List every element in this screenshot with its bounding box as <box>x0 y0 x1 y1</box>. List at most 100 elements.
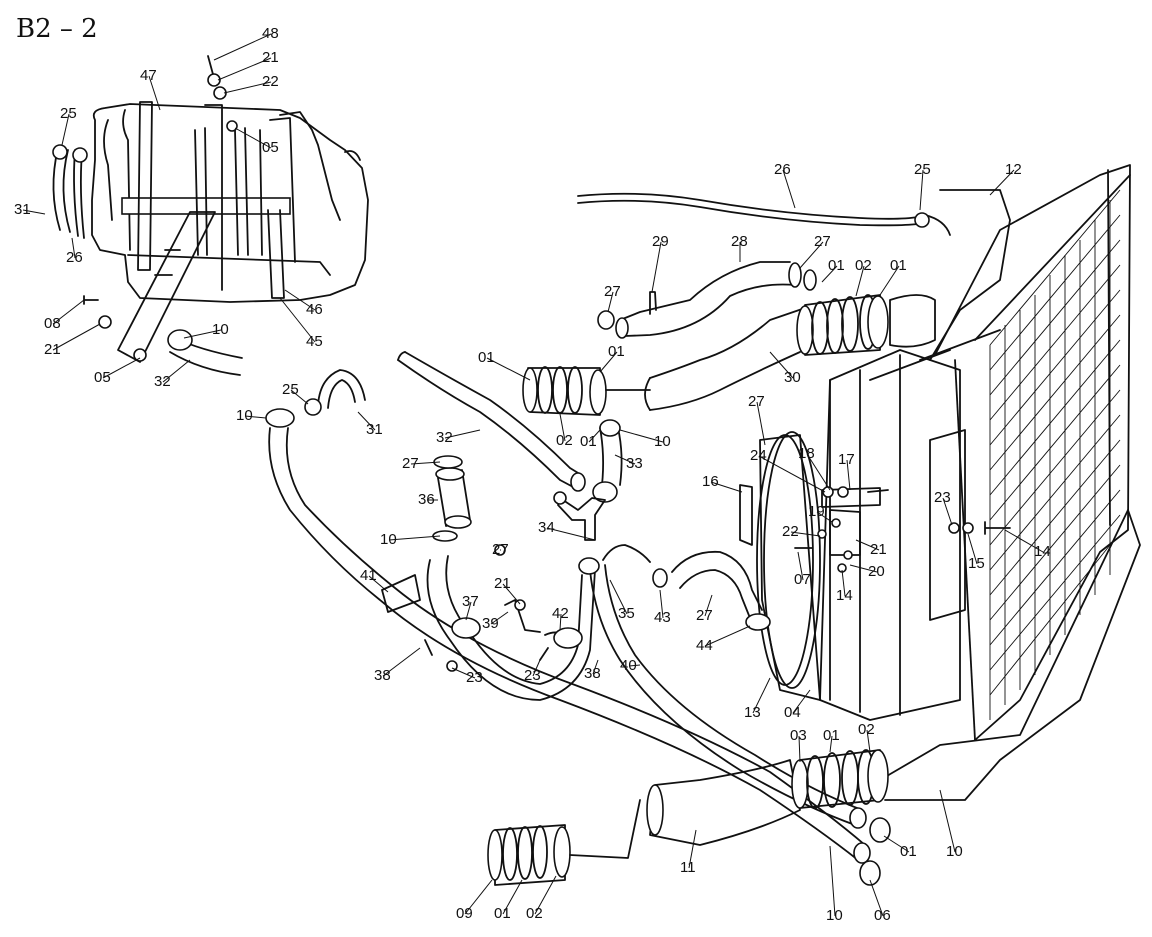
radiator <box>739 164 1141 801</box>
callout-label: 36 <box>418 491 435 508</box>
leader-line <box>223 81 272 94</box>
leader-line <box>234 127 272 149</box>
callout-label: 05 <box>94 369 111 386</box>
callout-label: 23 <box>524 667 541 684</box>
callout-label: 12 <box>1005 161 1022 178</box>
callout-label: 14 <box>836 587 853 604</box>
leader-line <box>502 583 521 605</box>
callout-label: 39 <box>482 615 499 632</box>
callout-label: 27 <box>492 541 509 558</box>
callout-label: 40 <box>620 657 637 674</box>
leader-line <box>490 611 509 625</box>
leader-line <box>841 569 846 597</box>
callout-label: 01 <box>900 843 917 860</box>
upper-hoses <box>522 261 889 416</box>
callout-label: 16 <box>702 473 719 490</box>
callout-label: 01 <box>608 343 625 360</box>
leader-line <box>816 511 833 523</box>
leader-line <box>879 265 900 296</box>
leader-line <box>290 389 309 405</box>
leader-line <box>688 829 697 869</box>
callout-label: 06 <box>874 907 891 924</box>
leader-line <box>410 461 441 465</box>
callout-label: 10 <box>946 843 963 860</box>
leader-line <box>486 357 531 381</box>
callout-label: 09 <box>456 905 473 922</box>
callout-label: 42 <box>552 605 569 622</box>
callout-label: 22 <box>262 73 279 90</box>
callout-label: 24 <box>750 447 767 464</box>
leader-line <box>183 329 222 339</box>
callout-label: 35 <box>618 605 635 622</box>
callout-label: 25 <box>282 381 299 398</box>
callout-label: 05 <box>262 139 279 156</box>
callout-label: 19 <box>808 503 825 520</box>
callout-label: 01 <box>828 257 845 274</box>
callout-label: 48 <box>262 25 279 42</box>
leader-line <box>799 241 824 269</box>
callout-label: 10 <box>212 321 229 338</box>
leader-line <box>546 527 596 541</box>
callout-label: 04 <box>784 704 801 721</box>
leader-line <box>217 57 272 81</box>
leader-line <box>846 459 851 491</box>
leader-line <box>628 664 641 667</box>
leader-line <box>599 351 618 373</box>
leader-line <box>792 689 811 714</box>
leader-line <box>704 625 751 647</box>
callout-label: 27 <box>604 283 621 300</box>
callout-label: 18 <box>798 445 815 462</box>
leader-line <box>213 33 272 61</box>
leader-line <box>967 533 978 565</box>
callout-label: 02 <box>556 432 573 449</box>
callout-label: 01 <box>890 257 907 274</box>
callout-label: 27 <box>402 455 419 472</box>
leader-line <box>710 481 743 493</box>
callout-label: 32 <box>154 373 171 390</box>
callout-label: 15 <box>968 555 985 572</box>
callout-label: 33 <box>626 455 643 472</box>
leader-line <box>244 415 267 419</box>
callout-label: 32 <box>436 429 453 446</box>
leader-line <box>797 551 804 581</box>
leader-line <box>465 601 472 621</box>
leader-line <box>704 594 713 617</box>
leader-line <box>464 879 493 915</box>
callout-label: 01 <box>580 433 597 450</box>
leader-line <box>388 535 441 541</box>
callout-label: 17 <box>838 451 855 468</box>
callout-label: 28 <box>731 233 748 250</box>
callout-label: 26 <box>774 161 791 178</box>
leader-line <box>619 429 664 443</box>
callout-label: 34 <box>538 519 555 536</box>
leader-line <box>451 667 476 679</box>
callout-label: 27 <box>814 233 831 250</box>
expansion-tank <box>52 55 369 376</box>
leader-line <box>869 879 884 917</box>
callout-label: 10 <box>826 907 843 924</box>
leader-line <box>769 351 794 379</box>
leader-line <box>559 413 566 442</box>
leader-line <box>782 169 796 209</box>
callout-label: 02 <box>526 905 543 922</box>
leader-line <box>382 647 421 677</box>
leader-line <box>52 299 85 325</box>
callout-label: 25 <box>914 161 931 178</box>
callout-label: 23 <box>934 489 951 506</box>
leader-line <box>52 323 101 351</box>
callout-label: 10 <box>236 407 253 424</box>
leader-line <box>798 735 801 763</box>
leader-line <box>659 589 664 619</box>
callout-label: 27 <box>696 607 713 624</box>
leader-line <box>148 75 161 111</box>
callout-label: 25 <box>60 105 77 122</box>
callout-label: 47 <box>140 67 157 84</box>
callout-label: 21 <box>262 49 279 66</box>
leader-line <box>614 454 636 465</box>
callout-label: 27 <box>748 393 765 410</box>
callout-label: 44 <box>696 637 713 654</box>
leader-line <box>829 735 833 753</box>
callout-label: 02 <box>858 721 875 738</box>
leader-line <box>829 845 836 917</box>
